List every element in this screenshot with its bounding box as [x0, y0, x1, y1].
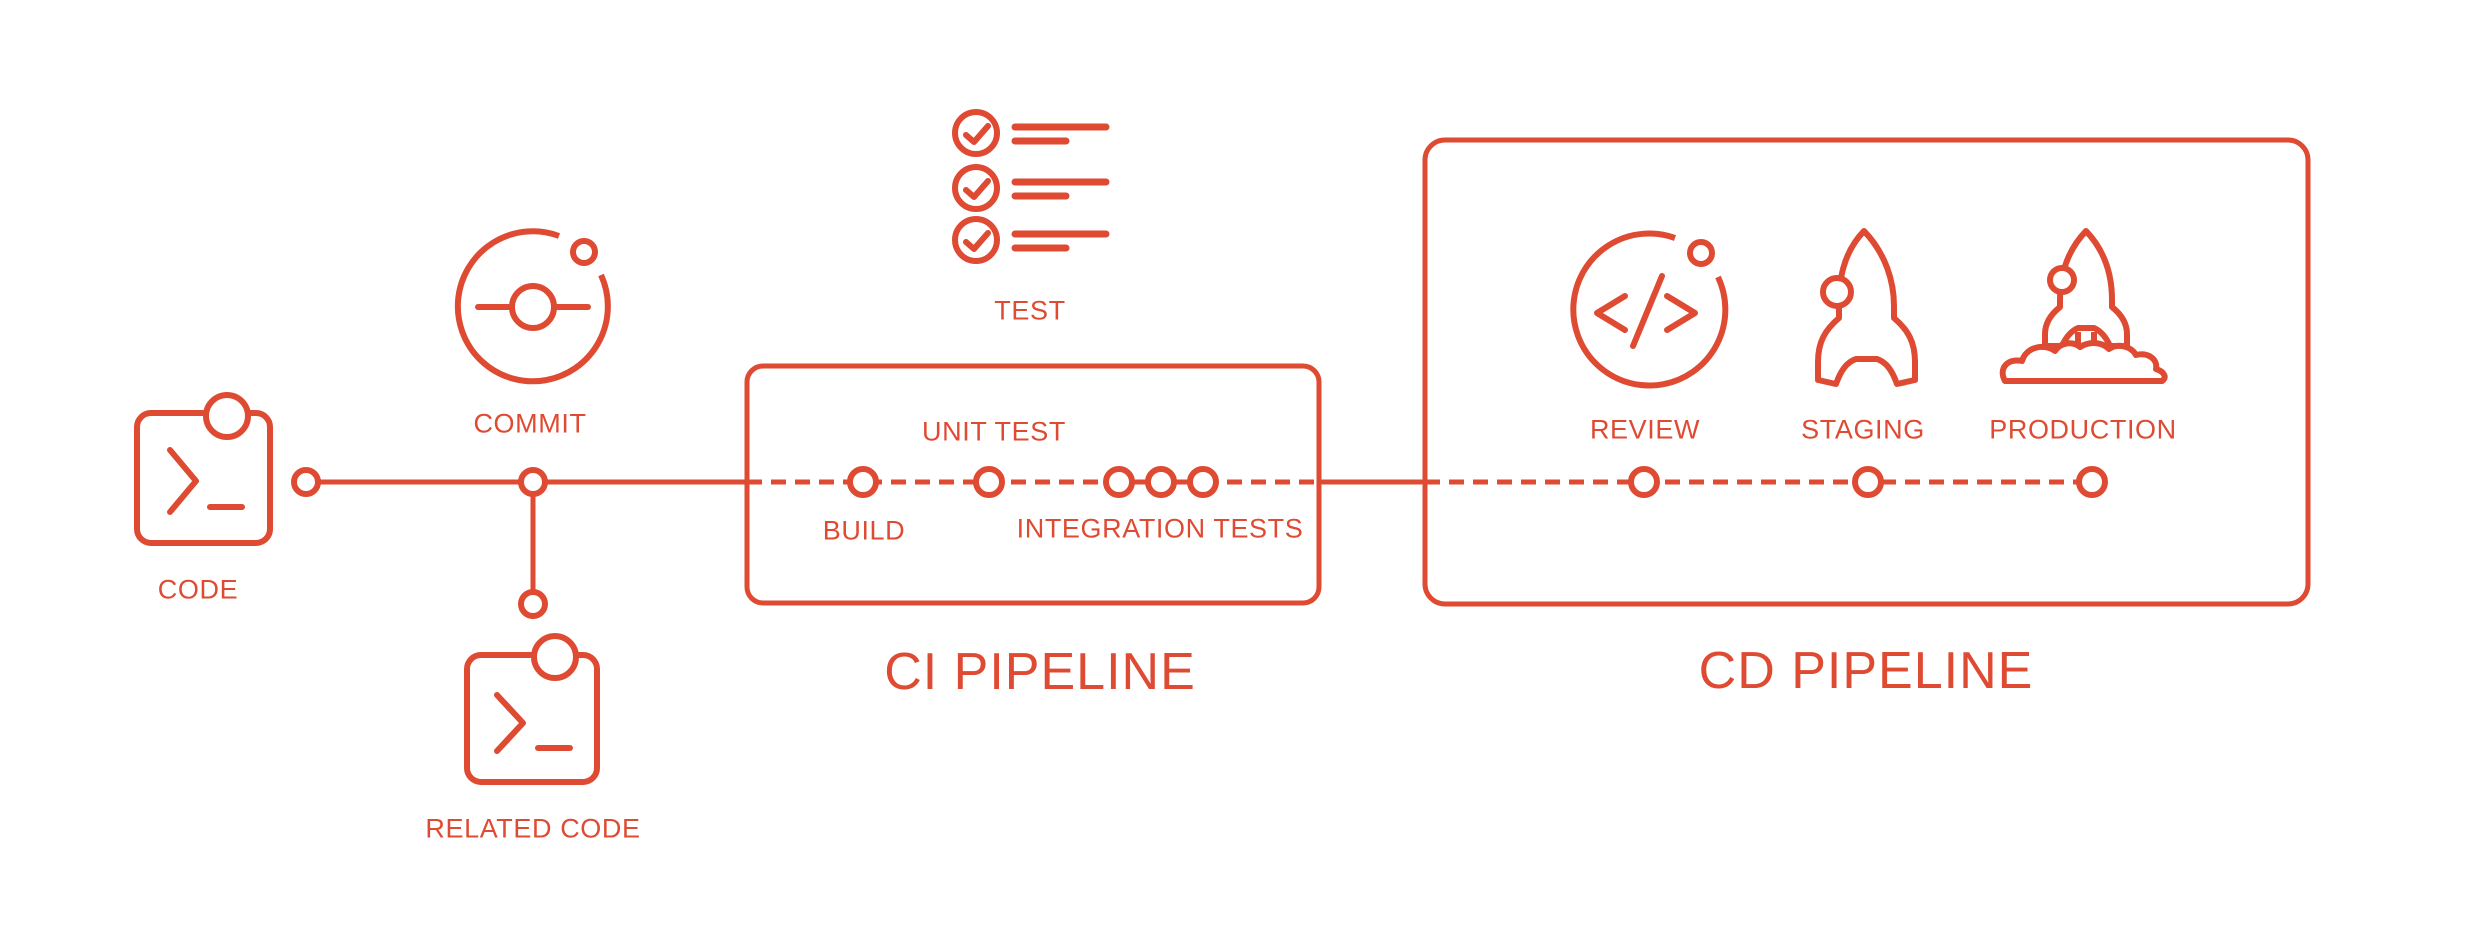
- node-related-code: [518, 589, 548, 619]
- production-stage-label: PRODUCTION: [1989, 414, 2177, 445]
- review-code-icon: [1570, 230, 1729, 389]
- code-label: CODE: [157, 574, 239, 605]
- terminal-frame: [134, 410, 273, 546]
- orbit-arc: [1570, 230, 1729, 389]
- orbit-satellite: [570, 238, 598, 266]
- code-chevron-right: [1664, 293, 1698, 333]
- node-integration-2: [1145, 466, 1177, 498]
- commit-dot: [509, 283, 557, 331]
- node-production: [2076, 466, 2108, 498]
- terminal-pin-circle: [203, 392, 251, 440]
- prompt-chevron: [494, 692, 526, 754]
- check-circle: [952, 109, 1000, 157]
- terminal-frame: [464, 652, 600, 785]
- orbit-arc: [454, 228, 611, 385]
- check-mark: [963, 123, 991, 145]
- node-unit-test: [973, 466, 1005, 498]
- node-integration-1: [1103, 466, 1135, 498]
- rocket-body: [2042, 228, 2130, 349]
- prompt-chevron: [167, 447, 199, 515]
- node-code: [291, 467, 321, 497]
- pipeline-nodes: [291, 466, 2108, 619]
- check-circle: [952, 164, 1000, 212]
- review-stage-label: REVIEW: [1589, 414, 1701, 445]
- orbit-satellite: [1687, 239, 1715, 267]
- terminal-pin-circle: [531, 633, 579, 681]
- ci-pipeline-title: CI PIPELINE: [884, 643, 1196, 701]
- related-code-label: RELATED CODE: [425, 813, 641, 844]
- node-review: [1628, 466, 1660, 498]
- node-commit: [518, 467, 548, 497]
- cd-pipeline-box: [1422, 137, 2311, 607]
- test-checklist-icon: [952, 109, 1110, 264]
- code-chevron-left: [1594, 293, 1628, 333]
- ci-pipeline-box: [744, 363, 1322, 606]
- integration-tests-stage-label: INTEGRATION TESTS: [1016, 513, 1304, 544]
- node-staging: [1852, 466, 1884, 498]
- commit-label: COMMIT: [473, 408, 587, 439]
- node-build: [847, 466, 879, 498]
- staging-stage-label: STAGING: [1801, 414, 1925, 445]
- check-circle: [952, 216, 1000, 264]
- production-rocket-launch-icon: [1999, 228, 2168, 384]
- build-stage-label: BUILD: [822, 515, 906, 546]
- launch-cloud: [1999, 340, 2168, 384]
- unit-test-stage-label: UNIT TEST: [922, 416, 1066, 447]
- test-label: TEST: [994, 295, 1066, 326]
- check-mark: [963, 230, 991, 252]
- rocket-porthole: [2047, 265, 2077, 295]
- node-integration-3: [1187, 466, 1219, 498]
- code-terminal-icon: [134, 392, 273, 546]
- cd-pipeline-title: CD PIPELINE: [1698, 642, 2034, 700]
- commit-orbit-icon: [454, 228, 611, 385]
- check-mark: [963, 178, 991, 200]
- staging-rocket-icon: [1815, 228, 1918, 387]
- code-slash: [1630, 273, 1665, 349]
- related-code-terminal-icon: [464, 633, 600, 785]
- rocket-porthole: [1820, 275, 1854, 309]
